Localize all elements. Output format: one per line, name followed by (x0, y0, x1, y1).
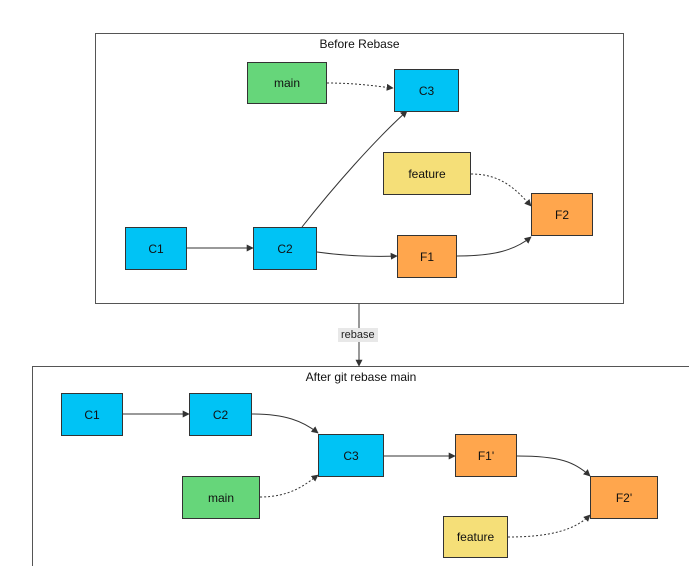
edge-c2-to-c3 (301, 110, 408, 228)
after-commit-f1-node[interactable]: F1' (455, 434, 517, 477)
after-feature-branch-node[interactable]: feature (443, 516, 508, 558)
edge-c2-to-f1 (316, 251, 398, 260)
after-rebase-title: After git rebase main (305, 370, 417, 384)
edge-after-feature-to-f2 (507, 514, 591, 538)
before-commit-c3-node[interactable]: C3 (394, 69, 459, 112)
after-rebase-cluster: After git rebase main (32, 366, 689, 566)
before-commit-f1-node[interactable]: F1 (397, 235, 457, 278)
before-commit-c1-node[interactable]: C1 (125, 227, 187, 270)
after-main-branch-node[interactable]: main (182, 476, 260, 519)
after-commit-c3-node[interactable]: C3 (318, 434, 384, 477)
rebase-edge-label: rebase (338, 328, 378, 342)
after-commit-f2-node[interactable]: F2' (590, 476, 658, 519)
edge-after-main-to-c3 (259, 474, 319, 498)
edge-feature-to-f2 (470, 173, 532, 207)
edge-after-f1-to-f2 (516, 455, 591, 477)
edge-f1-to-f2 (456, 236, 532, 257)
edge-after-c2-to-c3 (251, 413, 319, 434)
after-commit-c2-node[interactable]: C2 (189, 393, 252, 436)
before-main-branch-node[interactable]: main (247, 62, 327, 104)
edge-main-to-c3 (326, 82, 394, 91)
before-rebase-title: Before Rebase (319, 37, 400, 51)
after-commit-c1-node[interactable]: C1 (61, 393, 123, 436)
before-commit-f2-node[interactable]: F2 (531, 193, 593, 236)
before-commit-c2-node[interactable]: C2 (253, 227, 317, 270)
before-feature-branch-node[interactable]: feature (383, 152, 471, 195)
